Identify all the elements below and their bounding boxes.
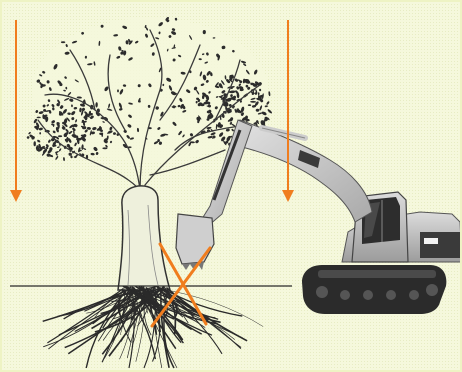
leaf: [117, 89, 119, 92]
leaf: [58, 135, 62, 137]
leaf: [61, 41, 65, 43]
leaf: [225, 99, 231, 102]
leaf: [246, 85, 249, 88]
leaf: [37, 117, 41, 119]
